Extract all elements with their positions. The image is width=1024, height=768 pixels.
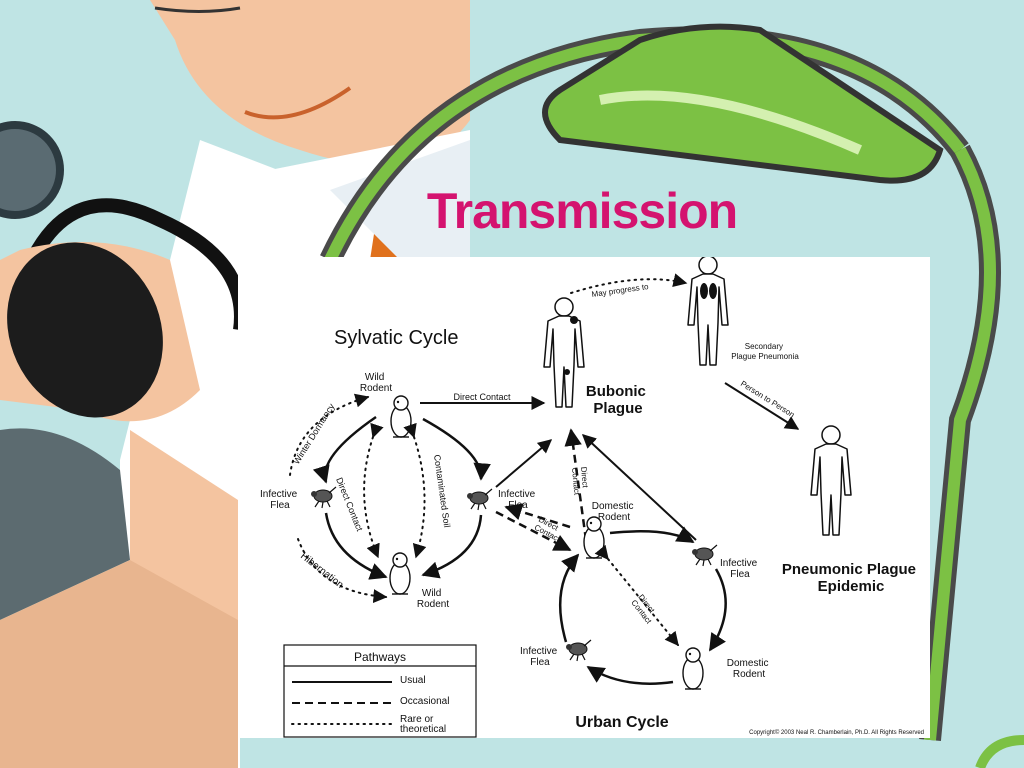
- person-to-person-label: Person to Person: [739, 379, 796, 419]
- urban-cycle-title: Urban Cycle: [575, 714, 668, 731]
- sylvatic-cycle-title: Sylvatic Cycle: [334, 327, 458, 349]
- contaminated-soil-path: [403, 422, 427, 559]
- slide-title: Transmission: [426, 183, 738, 239]
- pathways-legend: Pathways Usual Occasional Rare or theore…: [283, 644, 477, 738]
- wild-rodent-bottom: Wild Rodent: [389, 552, 449, 610]
- secondary-pneumonia-label: Secondary Plague Pneumonia: [731, 342, 799, 361]
- wild-rodent-top: Wild Rodent: [360, 372, 412, 438]
- wild-rodent-bottom-label: Wild Rodent: [417, 588, 449, 610]
- infective-flea-right: Infective Flea: [466, 488, 538, 511]
- legend-usual-label: Usual: [400, 675, 426, 686]
- doctor-face: [150, 0, 470, 165]
- domestic-rodent-to-flea-dashed: [504, 503, 571, 529]
- infective-flea-left: Infective Flea: [260, 486, 337, 511]
- human-epidemic: [810, 425, 852, 536]
- hibernation-path: [297, 538, 388, 604]
- wild-rodent-top-label: Wild Rodent: [360, 372, 392, 394]
- arrow-person-to-person: [724, 382, 800, 430]
- infective-flea-urban-right: Infective Flea: [691, 544, 760, 580]
- pneumonic-epidemic-label: Pneumonic Plague Epidemic: [782, 561, 920, 595]
- svg-text:Infective Flea: Infective Flea: [720, 558, 760, 580]
- flea-to-domestic-rodent-dashed: [495, 510, 572, 552]
- winter-dormancy-path: [289, 393, 370, 476]
- legend-rare-label: Rare or theoretical: [400, 714, 446, 735]
- arrow-rodent-to-flea: [312, 415, 377, 484]
- direct-contact-sylvatic-label: Direct Contact: [334, 476, 365, 533]
- stethoscope-chestpiece: [0, 121, 64, 219]
- direct-contact-top-label: Direct Contact: [453, 392, 511, 402]
- svg-text:Infective Flea: Infective Flea: [520, 646, 560, 668]
- svg-text:Domestic Rodent: Domestic Rodent: [592, 501, 636, 523]
- arrow-flea-to-human: [495, 439, 553, 488]
- bubonic-plague-label: Bubonic Plague: [586, 383, 650, 417]
- human-pneumonia: [687, 257, 729, 366]
- arrow-urban-flea-to-human: [581, 434, 697, 541]
- urban-direct-contact-path: [594, 544, 679, 647]
- doctor-smile: [244, 86, 352, 120]
- wild-rodent-top-line1: Wild: [365, 372, 384, 383]
- winter-dormancy-label: Winter Dormancy: [291, 401, 337, 466]
- svg-text:Infective Flea: Infective Flea: [498, 489, 538, 511]
- contaminated-soil-label: Contaminated Soil: [432, 454, 452, 528]
- svg-text:Infective Flea: Infective Flea: [260, 489, 300, 511]
- arrow-domestic-bottom-to-flea: [586, 665, 674, 685]
- copyright-notice: Copyright© 2003 Neal R. Chamberlain, Ph.…: [749, 729, 924, 736]
- svg-text:Domestic Rodent: Domestic Rodent: [727, 658, 771, 680]
- pressure-bulb: [7, 242, 163, 418]
- arrow-domestic-to-flea: [609, 526, 695, 544]
- may-progress-path: [570, 273, 688, 294]
- arrow-flea-to-domestic-bottom: [708, 568, 727, 652]
- urban-direct-contact-label: Direct Contact: [629, 593, 661, 626]
- wild-rodent-top-line2: Rodent: [360, 383, 392, 394]
- domestic-rodent-bottom: Domestic Rodent: [682, 647, 771, 690]
- legend-occasional-label: Occasional: [400, 696, 449, 707]
- domestic-rodent-top: Domestic Rodent: [583, 501, 636, 559]
- infective-flea-urban-left: Infective Flea: [520, 639, 592, 668]
- transmission-diagram: Sylvatic Cycle Wild Rodent Wild Rodent I…: [238, 257, 930, 738]
- arrow-rodent-to-flea-right: [422, 417, 491, 481]
- direct-contact-vertical-label: Direct Contact: [570, 466, 590, 496]
- stethoscope-tube: [13, 198, 248, 331]
- arrow-flea-to-domestic-top: [558, 553, 580, 643]
- human-bubonic: [543, 297, 585, 408]
- direct-contact-vertical-path: [564, 428, 588, 541]
- arrow-flea-to-rodent-bottom: [324, 512, 388, 580]
- direct-contact-sylvatic-path: [363, 422, 384, 559]
- arrow-flea-right-to-rodent-bottom: [421, 514, 483, 579]
- may-progress-label: May progress to: [591, 282, 650, 299]
- hibernation-label: Hibernation: [298, 551, 345, 591]
- diagram-svg: Sylvatic Cycle Wild Rodent Wild Rodent I…: [260, 257, 924, 738]
- direct-contact-diag-label: Direct Contact: [533, 515, 566, 544]
- legend-title: Pathways: [354, 650, 406, 664]
